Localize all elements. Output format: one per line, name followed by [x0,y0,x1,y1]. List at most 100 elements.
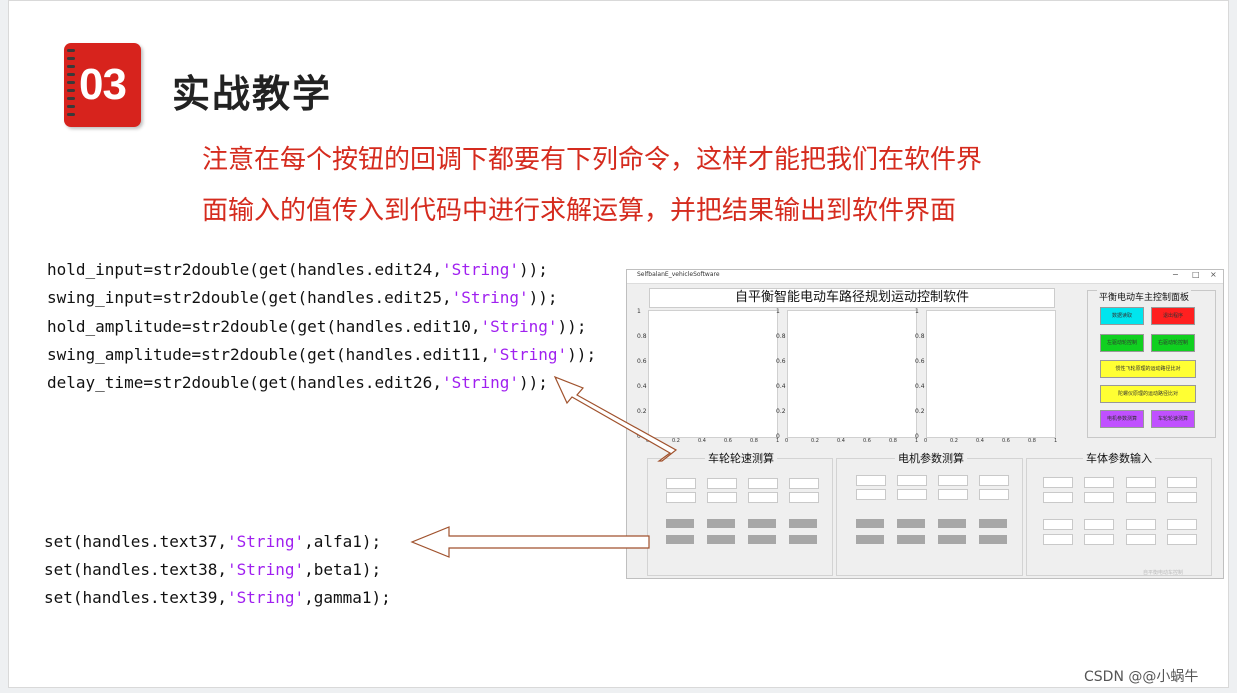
edit-field[interactable] [666,492,696,503]
result-text [666,519,694,528]
close-icon[interactable]: × [1210,270,1217,279]
section-title: 实战教学 [172,72,333,116]
x-tick-label: 0.6 [1002,438,1010,444]
note-line-1: 注意在每个按钮的回调下都要有下列命令，这样才能把我们在软件界 [202,145,983,175]
x-tick-label: 1 [915,438,919,444]
y-tick-label: 1 [776,308,780,315]
x-tick-label: 0.8 [889,438,897,444]
edit-field[interactable] [1043,519,1073,530]
edit-field[interactable] [1167,534,1197,545]
edit-field[interactable] [856,489,886,500]
code-line: set(handles.text37,'String',alfa1); [44,532,382,551]
panel-button[interactable]: 退出程序 [1151,307,1195,325]
plot-axes [926,310,1056,438]
edit-field[interactable] [1084,519,1114,530]
result-text [897,535,925,544]
note-line-2: 面输入的值传入到代码中进行求解运算，并把结果输出到软件界面 [202,196,957,226]
edit-field[interactable] [666,478,696,489]
panel-button[interactable]: 电机参数测算 [1100,410,1144,428]
result-text [707,519,735,528]
panel-button[interactable]: 右驱动轮控制 [1151,334,1195,352]
y-tick-label: 0.4 [637,383,647,390]
control-panel-title: 平衡电动车主控制面板 [1097,290,1192,303]
panel-button[interactable]: 数据读取 [1100,307,1144,325]
result-text [789,519,817,528]
edit-field[interactable] [1084,492,1114,503]
watermark: CSDN @@小蜗牛 [1084,669,1199,685]
edit-field[interactable] [1126,492,1156,503]
edit-field[interactable] [707,478,737,489]
gui-footer: 自平衡电动车控制 [1142,570,1183,576]
edit-field[interactable] [1084,477,1114,488]
result-text [979,519,1007,528]
arrow-to-output-code-icon [410,526,650,558]
edit-field[interactable] [1043,492,1073,503]
gui-title-bar: SelfbalanE_vehicleSoftware − □ × [627,270,1223,284]
result-text [707,535,735,544]
code-line: swing_input=str2double(get(handles.edit2… [47,288,558,307]
x-tick-label: 0.8 [750,438,758,444]
edit-field[interactable] [1043,534,1073,545]
x-tick-label: 0 [646,438,650,444]
y-tick-label: 0.6 [915,358,925,365]
result-text [938,535,966,544]
minimize-icon[interactable]: − [1172,270,1179,279]
y-tick-label: 0.2 [915,408,925,415]
result-text [856,519,884,528]
binder-rings-icon [67,49,75,121]
result-text [897,519,925,528]
gui-window-title: SelfbalanE_vehicleSoftware [637,271,720,278]
x-tick-label: 0.2 [811,438,819,444]
code-line: hold_input=str2double(get(handles.edit24… [47,260,548,279]
edit-field[interactable] [938,489,968,500]
y-tick-label: 0.8 [915,333,925,340]
edit-field[interactable] [1126,477,1156,488]
panel-button[interactable]: 惯性飞轮原理的运动路径比对 [1100,360,1196,378]
x-tick-label: 0.6 [863,438,871,444]
code-line: set(handles.text39,'String',gamma1); [44,588,391,607]
edit-field[interactable] [1126,519,1156,530]
x-tick-label: 0.4 [837,438,845,444]
group-label-body-params: 车体参数输入 [1083,450,1155,466]
x-tick-label: 0 [924,438,928,444]
edit-field[interactable] [1167,477,1197,488]
edit-field[interactable] [1167,519,1197,530]
code-line: delay_time=str2double(get(handles.edit26… [47,373,548,392]
edit-field[interactable] [897,475,927,486]
edit-field[interactable] [979,489,1009,500]
edit-field[interactable] [1043,477,1073,488]
y-tick-label: 0.4 [776,383,786,390]
x-tick-label: 0.2 [672,438,680,444]
y-tick-label: 0.6 [776,358,786,365]
edit-field[interactable] [707,492,737,503]
edit-field[interactable] [789,492,819,503]
result-text [748,535,776,544]
code-line: set(handles.text38,'String',beta1); [44,560,382,579]
x-tick-label: 0.6 [724,438,732,444]
edit-field[interactable] [1084,534,1114,545]
result-text [748,519,776,528]
edit-field[interactable] [856,475,886,486]
y-tick-label: 0.8 [776,333,786,340]
panel-button[interactable]: 陀螺仪原理的运动路径比对 [1100,385,1196,403]
y-tick-label: 1 [637,308,641,315]
edit-field[interactable] [979,475,1009,486]
edit-field[interactable] [1126,534,1156,545]
code-line: hold_amplitude=str2double(get(handles.ed… [47,317,587,336]
y-tick-label: 0.4 [915,383,925,390]
panel-button[interactable]: 左驱动轮控制 [1100,334,1144,352]
edit-field[interactable] [897,489,927,500]
edit-field[interactable] [1167,492,1197,503]
edit-field[interactable] [789,478,819,489]
edit-field[interactable] [938,475,968,486]
result-text [666,535,694,544]
edit-field[interactable] [748,478,778,489]
maximize-icon[interactable]: □ [1192,270,1200,279]
y-tick-label: 0 [637,433,641,440]
edit-field[interactable] [748,492,778,503]
x-tick-label: 0.4 [976,438,984,444]
gui-window-screenshot: SelfbalanE_vehicleSoftware − □ × 自平衡智能电动… [626,269,1224,579]
panel-button[interactable]: 车轮轮速测算 [1151,410,1195,428]
group-body-params [1026,458,1212,576]
y-tick-label: 0.2 [637,408,647,415]
